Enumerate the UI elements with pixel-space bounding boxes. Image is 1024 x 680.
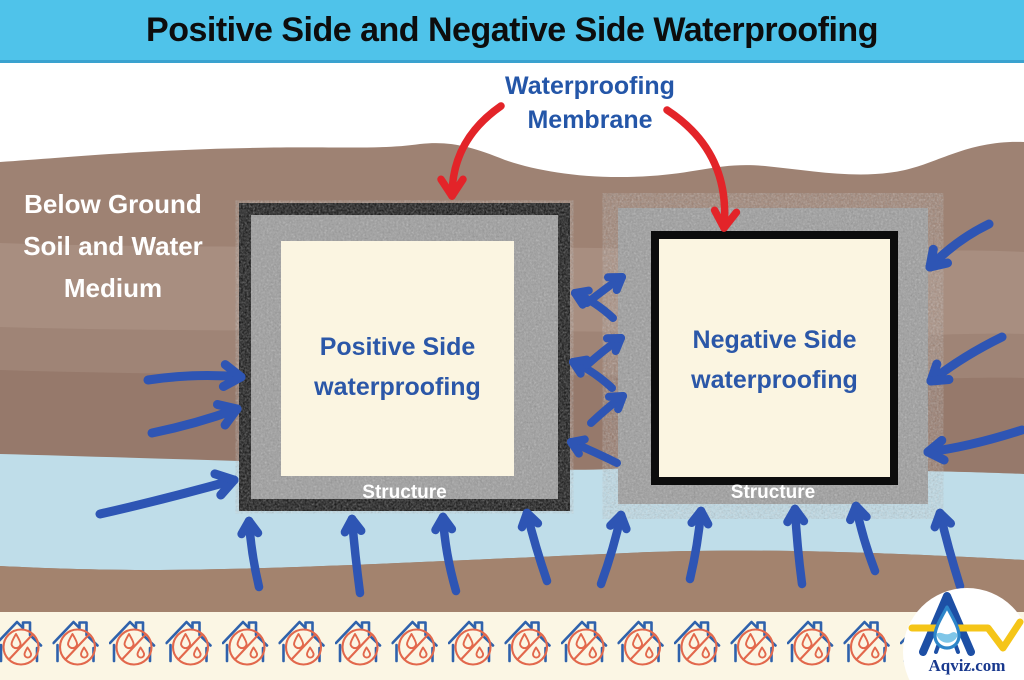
membrane-pointer-arrow [663,106,741,232]
page-title: Positive Side and Negative Side Waterpro… [146,10,878,49]
water-arrow [587,392,627,427]
water-arrow [567,435,621,467]
water-arrow [685,506,713,584]
water-arrow [571,286,617,322]
water-arrow [147,400,242,438]
membrane-pointer-arrow [437,102,505,200]
water-arrow [95,469,239,519]
water-arrow [930,508,965,591]
water-arrow [923,425,1024,465]
soil-below-water [0,550,1024,612]
negative-side-structure [618,208,928,504]
aqviz-logo [903,588,1024,680]
water-arrow [583,273,626,307]
structure-interior [659,239,890,477]
positive-side-structure [239,203,570,511]
water-arrow [517,508,552,586]
title-bar: Positive Side and Negative Side Waterpro… [0,0,1024,63]
water-arrow [340,514,366,598]
water-arrow [143,360,246,391]
water-arrow [583,334,625,369]
water-arrow [925,219,994,272]
water-arrow [237,516,264,592]
water-arrow [596,510,631,589]
water-arrow [846,501,880,576]
logo-letter-a [919,592,975,656]
water-arrow [783,504,809,589]
water-arrow [569,355,616,392]
structure-interior [281,241,514,476]
water-pressure-arrows [95,219,1024,598]
water-arrow [431,512,461,596]
water-arrow [926,332,1007,386]
logo-drop-water-fill [936,632,958,643]
membrane-pointer-arrows [437,102,741,232]
